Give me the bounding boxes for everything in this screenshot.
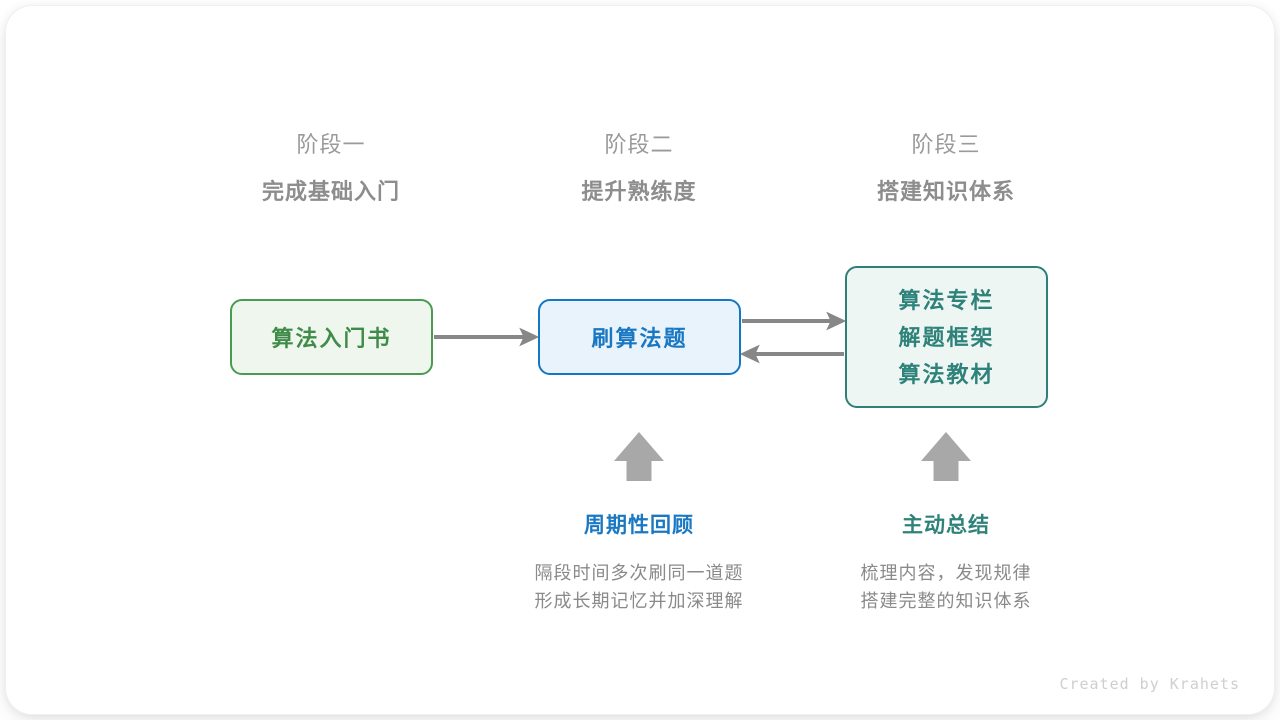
annotation-active-summary: 主动总结 梳理内容，发现规律 搭建完整的知识体系 bbox=[796, 509, 1096, 615]
node-line: 刷算法题 bbox=[591, 326, 688, 351]
node-line: 算法教材 bbox=[898, 361, 995, 387]
annotation-desc-line: 梳理内容，发现规律 bbox=[860, 563, 1032, 583]
node-line: 算法专栏 bbox=[898, 287, 995, 313]
stage-header-1: 阶段一 完成基础入门 bbox=[201, 131, 461, 205]
stage-kicker: 阶段二 bbox=[604, 132, 674, 157]
node-algorithm-intro-book[interactable]: 算法入门书 bbox=[230, 299, 433, 375]
node-knowledge-resources[interactable]: 算法专栏 解题框架 算法教材 bbox=[845, 266, 1048, 408]
annotation-title: 周期性回顾 bbox=[584, 514, 694, 537]
node-practice-problems[interactable]: 刷算法题 bbox=[538, 299, 741, 375]
stage-header-3: 阶段三 搭建知识体系 bbox=[816, 131, 1076, 205]
stage-kicker: 阶段三 bbox=[911, 132, 981, 157]
node-line: 算法入门书 bbox=[271, 326, 392, 351]
annotation-title: 主动总结 bbox=[902, 514, 990, 537]
annotation-desc-line: 搭建完整的知识体系 bbox=[860, 591, 1032, 611]
annotation-desc-line: 隔段时间多次刷同一道题 bbox=[534, 563, 744, 583]
stage-title: 提升熟练度 bbox=[581, 178, 697, 204]
annotation-periodic-review: 周期性回顾 隔段时间多次刷同一道题 形成长期记忆并加深理解 bbox=[489, 509, 789, 615]
annotation-desc-line: 形成长期记忆并加深理解 bbox=[534, 591, 744, 611]
annotation-description: 隔段时间多次刷同一道题 形成长期记忆并加深理解 bbox=[489, 559, 789, 615]
stage-title: 完成基础入门 bbox=[261, 178, 400, 204]
credit-text: Created by Krahets bbox=[1059, 675, 1240, 693]
stage-header-2: 阶段二 提升熟练度 bbox=[509, 131, 769, 205]
annotation-description: 梳理内容，发现规律 搭建完整的知识体系 bbox=[796, 559, 1096, 615]
stage-kicker: 阶段一 bbox=[296, 132, 366, 157]
node-line: 解题框架 bbox=[898, 324, 995, 350]
stage-title: 搭建知识体系 bbox=[876, 178, 1015, 204]
